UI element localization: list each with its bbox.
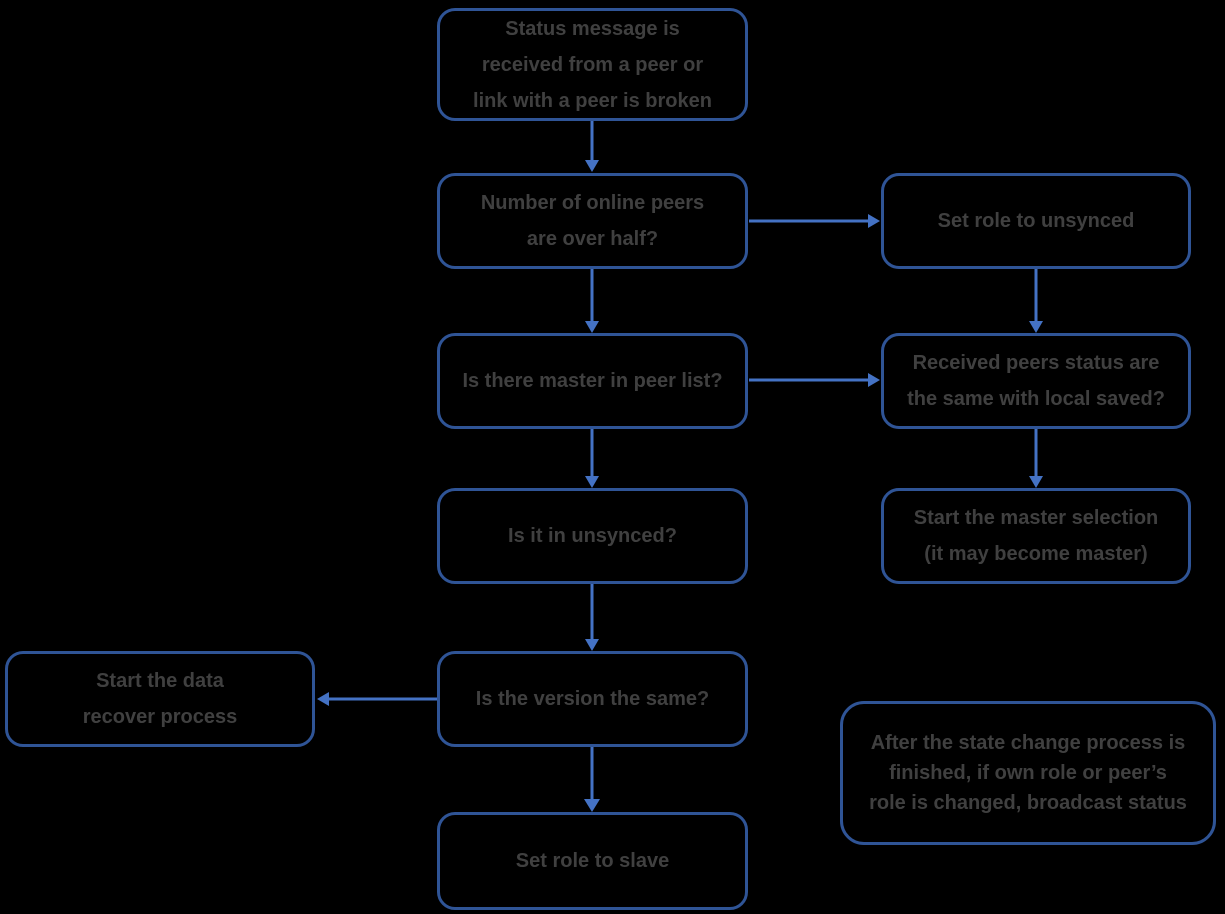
edge-version-to-slave: [584, 747, 600, 812]
node-peers-status-same: Received peers status are the same with …: [881, 333, 1191, 429]
edge-set-unsynced-to-same-status: [1029, 269, 1043, 333]
node-online-peers: Number of online peers are over half?: [437, 173, 748, 269]
node-set-role-unsynced: Set role to unsynced: [881, 173, 1191, 269]
edge-same-status-to-selection: [1029, 429, 1043, 488]
arrow-head-down-icon: [585, 476, 599, 488]
node-label: Start the master selection (it may becom…: [913, 507, 1159, 565]
edge-unsynced-to-version: [585, 584, 599, 651]
arrow-head-down-icon: [585, 639, 599, 651]
node-start-data-recover: Start the data recover process: [5, 651, 315, 747]
edge-peers-to-set-unsynced: [749, 214, 880, 228]
node-version-same: Is the version the same?: [437, 651, 748, 747]
node-status-message: Status message is received from a peer o…: [437, 8, 748, 121]
node-label: Received peers status are the same with …: [907, 352, 1165, 410]
node-label: Start the data recover process: [82, 670, 238, 728]
node-label: Is it in unsynced?: [508, 525, 677, 547]
arrow-head-down-icon: [585, 160, 599, 172]
edge-peers-to-master: [585, 269, 599, 333]
node-is-in-unsynced: Is it in unsynced?: [437, 488, 748, 584]
arrow-head-left-icon: [317, 692, 329, 706]
arrow-head-down-icon: [1029, 321, 1043, 333]
node-label: After the state change process is finish…: [869, 732, 1187, 814]
arrow-head-right-icon: [868, 214, 880, 228]
node-label: Number of online peers are over half?: [480, 192, 705, 250]
edge-master-to-same-status: [749, 373, 880, 387]
node-set-role-slave: Set role to slave: [437, 812, 748, 910]
node-start-master-selection: Start the master selection (it may becom…: [881, 488, 1191, 584]
arrow-head-down-icon: [584, 799, 600, 812]
arrow-head-right-icon: [868, 373, 880, 387]
edge-status-to-peers: [585, 121, 599, 172]
arrow-head-down-icon: [585, 321, 599, 333]
node-label: Set role to slave: [515, 850, 670, 872]
node-label: Status message is received from a peer o…: [473, 17, 712, 112]
node-broadcast-note: After the state change process is finish…: [840, 701, 1216, 845]
node-label: Is the version the same?: [475, 688, 710, 710]
node-label: Set role to unsynced: [937, 210, 1135, 232]
edge-version-to-recover: [317, 692, 437, 706]
arrow-head-down-icon: [1029, 476, 1043, 488]
node-label: Is there master in peer list?: [462, 370, 723, 392]
node-master-in-peer-list: Is there master in peer list?: [437, 333, 748, 429]
edge-master-to-unsynced: [585, 429, 599, 488]
